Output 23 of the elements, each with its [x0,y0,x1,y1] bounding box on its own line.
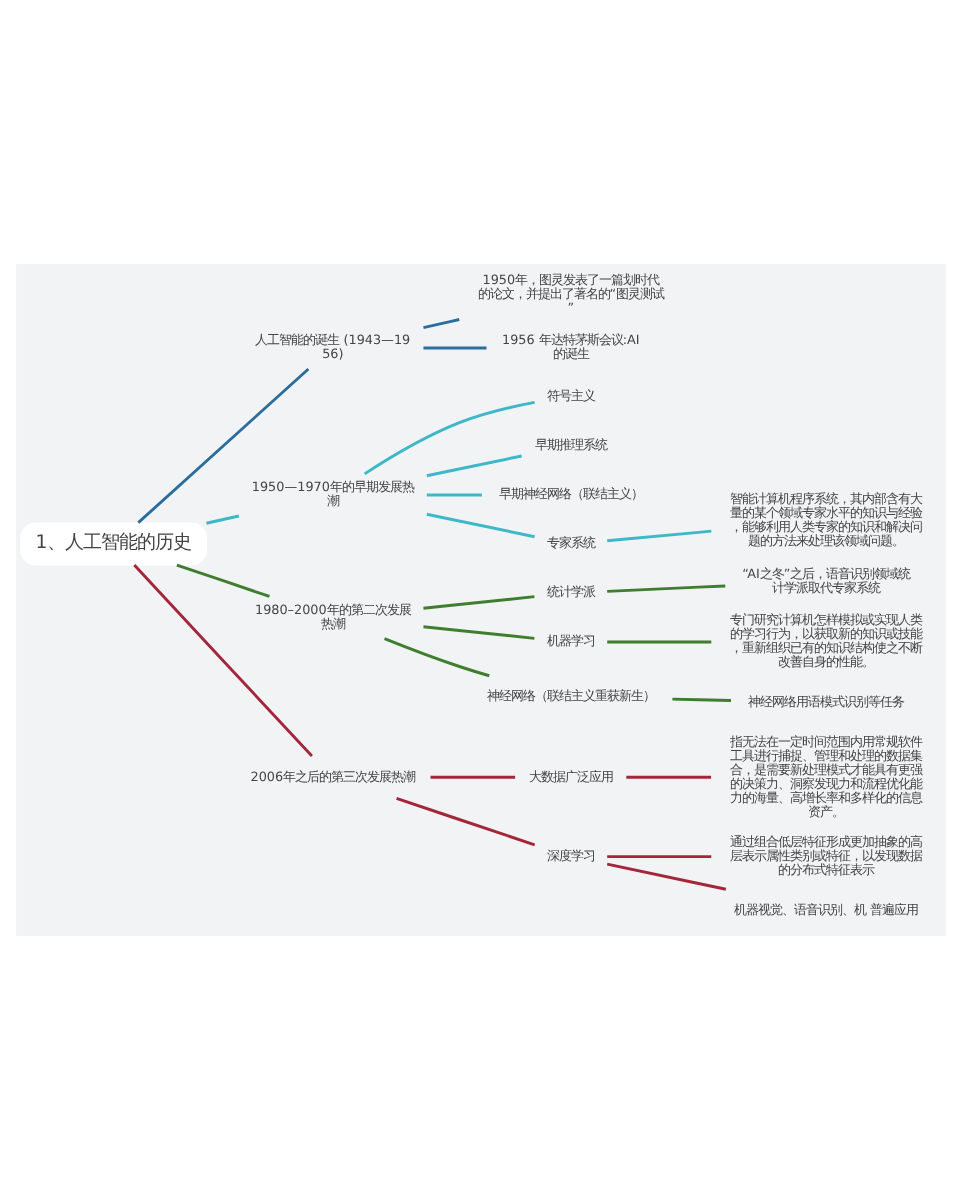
connector [426,492,482,496]
connector [176,562,270,597]
node-box: 1、人工智能的历史 [20,521,207,565]
connector [626,774,712,778]
connector [396,796,536,846]
connector [133,563,313,757]
connector [607,528,712,542]
connector [383,636,490,677]
connector [426,453,522,477]
connector [206,513,240,524]
connector [363,400,535,475]
connector [607,854,712,858]
connector [137,366,310,523]
connector [423,317,460,329]
connector [607,583,726,592]
connector [423,624,535,639]
connector [430,774,516,778]
connector [607,639,712,643]
connector [426,511,535,538]
connector [672,696,732,701]
connector [423,594,535,609]
connector [423,345,487,349]
connector [606,861,727,890]
